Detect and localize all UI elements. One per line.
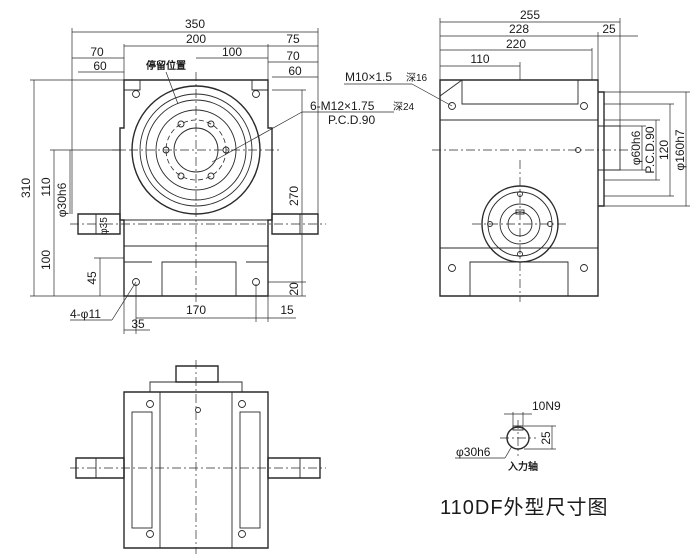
dim-35: 35 — [131, 317, 145, 331]
front-view — [70, 72, 326, 306]
front-left-dimensions: 310 110 φ30h6 100 45 φ35 — [19, 79, 124, 297]
dim-15: 15 — [280, 303, 294, 317]
dim-pcd90-side: P.C.D.90 — [643, 126, 657, 173]
dim-60-right: 60 — [288, 64, 302, 78]
bottom-view — [70, 360, 326, 554]
drawing-title: 110DF外型尺寸图 — [440, 496, 609, 519]
front-bottom-dimensions: 170 35 15 — [123, 284, 296, 334]
dim-phi60h6: φ60h6 — [629, 130, 643, 165]
dim-220: 220 — [506, 37, 526, 51]
front-right-dimensions: 270 20 — [268, 89, 306, 297]
thread-note-front: 6-M12×1.75 — [310, 99, 375, 113]
side-right-dimensions: φ60h6 P.C.D.90 120 φ160h7 — [604, 91, 690, 207]
stop-position-label: 停留位置 — [146, 59, 186, 72]
hole-note: 4-φ11 — [70, 307, 101, 321]
shaft-detail: 10N9 25 φ30h6 入力轴 — [455, 399, 561, 473]
dim-100: 100 — [222, 45, 242, 59]
thread-note-side: M10×1.5 — [345, 70, 392, 84]
dim-350: 350 — [185, 17, 205, 31]
dim-25: 25 — [602, 22, 616, 36]
dim-phi35: φ35 — [99, 217, 110, 235]
side-top-dimensions: 255 228 25 220 110 — [439, 8, 638, 126]
dim-255: 255 — [520, 8, 540, 22]
dim-70-left: 70 — [90, 45, 104, 59]
dim-110: 110 — [39, 177, 53, 196]
dim-45: 45 — [85, 271, 99, 285]
dim-75: 75 — [286, 32, 300, 46]
dim-200: 200 — [186, 32, 206, 46]
dim-110-side: 110 — [470, 52, 489, 66]
shaft-diameter: φ30h6 — [456, 445, 491, 459]
front-top-dimensions: 350 200 100 70 60 75 70 60 — [71, 17, 319, 214]
dim-phi30h6: φ30h6 — [55, 182, 69, 217]
side-view — [432, 79, 632, 302]
pcd-front: P.C.D.90 — [328, 113, 375, 127]
dim-270: 270 — [287, 186, 301, 206]
key-width: 10N9 — [532, 399, 561, 413]
dim-phi160h7: φ160h7 — [673, 129, 687, 170]
dim-20: 20 — [287, 282, 301, 296]
thread-depth-side: 深16 — [406, 72, 428, 84]
key-height: 25 — [539, 431, 553, 445]
front-callouts: 4-φ11 停留位置 6-M12×1.75 深24 P.C.D.90 — [70, 59, 415, 321]
dim-310: 310 — [19, 178, 33, 198]
side-callouts: M10×1.5 深16 — [344, 70, 453, 107]
thread-depth-front: 深24 — [393, 101, 415, 113]
dim-70-right: 70 — [286, 49, 300, 63]
dim-100-left: 100 — [39, 250, 53, 270]
dim-170: 170 — [186, 303, 206, 317]
dim-60-left: 60 — [93, 59, 107, 73]
dim-228: 228 — [509, 22, 529, 36]
input-shaft-label: 入力轴 — [508, 460, 538, 473]
dim-120: 120 — [657, 140, 671, 160]
